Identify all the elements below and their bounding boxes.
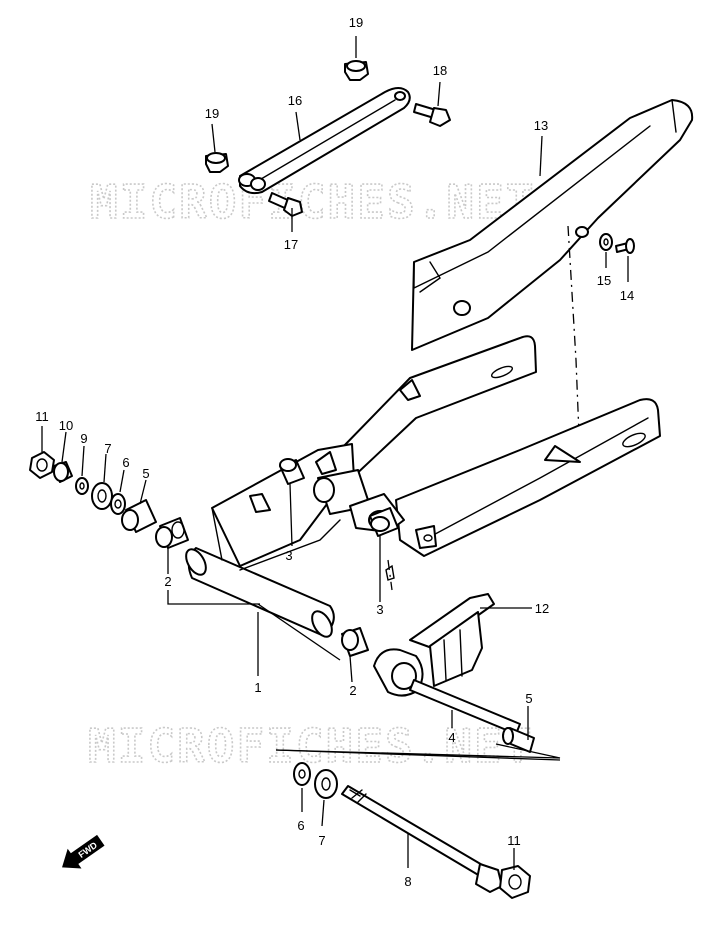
callout-7-right: 7 (318, 833, 325, 848)
part-6-washer-right (293, 762, 311, 786)
part-16-torque-arm (238, 87, 411, 195)
callout-19-top: 19 (349, 15, 363, 30)
part-15-washer (599, 233, 613, 251)
callout-5-right: 5 (525, 691, 532, 706)
callout-14: 14 (620, 288, 634, 303)
part-19-nut-top (344, 60, 369, 81)
callout-1: 1 (254, 680, 261, 695)
callout-9: 9 (80, 431, 87, 446)
callout-15: 15 (597, 273, 611, 288)
callout-18: 18 (433, 63, 447, 78)
callout-2-right: 2 (349, 683, 356, 698)
callout-3-upper: 3 (285, 548, 292, 563)
part-13-chain-case (411, 99, 694, 351)
callout-3-lower: 3 (376, 602, 383, 617)
callout-10: 10 (59, 418, 73, 433)
part-18-bolt (413, 103, 451, 127)
callout-6-left: 6 (122, 455, 129, 470)
watermark-top: MICROFICHES.NET (90, 175, 535, 229)
part-5-sleeve-left (121, 499, 157, 533)
callout-5-left: 5 (142, 466, 149, 481)
part-12-chain-buffer (373, 593, 495, 697)
callout-13: 13 (534, 118, 548, 133)
guide-line-grease (387, 559, 393, 591)
part-7-seal-right (314, 769, 338, 799)
callout-11-left: 11 (35, 409, 49, 424)
callout-4: 4 (448, 730, 455, 745)
callout-7-left: 7 (104, 441, 111, 456)
watermark-bottom: MICROFICHES.NET (88, 719, 533, 773)
part-6-washer-left (110, 493, 126, 515)
part-19-nut-left (205, 152, 229, 173)
callout-8: 8 (404, 874, 411, 889)
part-8-pivot-bolt (341, 785, 503, 893)
part-3-bushing-lower (369, 507, 399, 537)
part-9-washer (75, 477, 89, 495)
fwd-arrow-icon: FWD (62, 834, 105, 869)
part-17-bolt (268, 192, 303, 217)
callout-16: 16 (288, 93, 302, 108)
part-11-nut-right (499, 865, 531, 899)
part-10-collar (53, 461, 73, 483)
callout-6-right: 6 (297, 818, 304, 833)
part-7-seal-left (91, 482, 113, 510)
callout-12: 12 (535, 601, 549, 616)
part-3-bushing-upper (279, 458, 305, 485)
callout-2-left: 2 (164, 574, 171, 589)
part-2-bearing-left (155, 517, 189, 549)
part-11-nut-left (29, 451, 55, 479)
part-1-swing-arm (185, 335, 661, 638)
leader-lines (41, 36, 629, 870)
callout-19-left: 19 (205, 106, 219, 121)
callout-11-right: 11 (507, 833, 521, 848)
part-14-screw (615, 238, 635, 254)
callout-17: 17 (284, 237, 298, 252)
part-2-bearing-right (341, 627, 369, 657)
part-5-sleeve-right (502, 727, 535, 753)
